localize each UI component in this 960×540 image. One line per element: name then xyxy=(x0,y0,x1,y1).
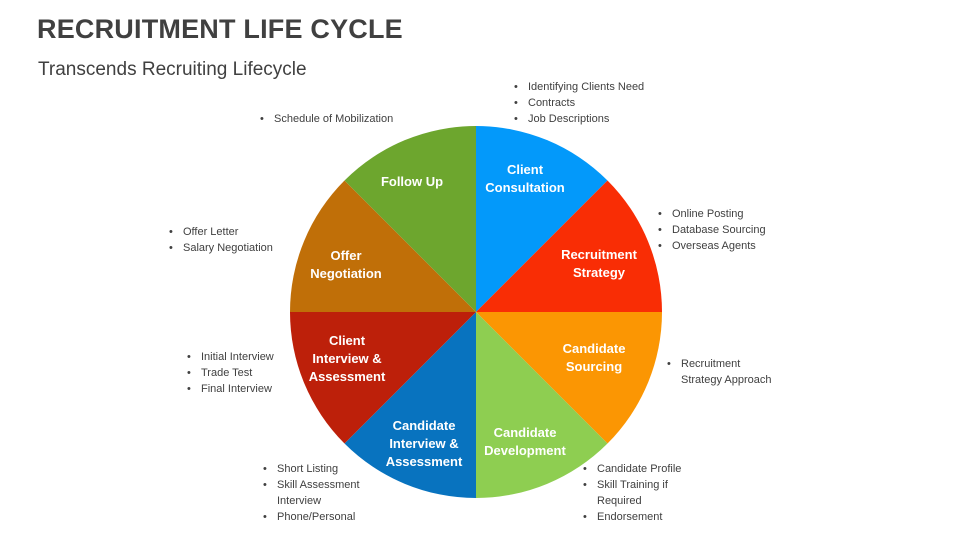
pie-segment-client-interview-assessment xyxy=(290,312,476,444)
pie-segment-recruitment-strategy xyxy=(476,180,662,312)
pie-segment-candidate-interview-assessment xyxy=(344,312,476,498)
pie-segment-offer-negotiation xyxy=(290,180,476,312)
pie-segment-candidate-development xyxy=(476,312,608,498)
slide-title: RECRUITMENT LIFE CYCLE xyxy=(37,14,403,44)
pie-segment-follow-up xyxy=(344,126,476,312)
pie-segment-client-consultation xyxy=(476,126,608,312)
slide-subtitle: Transcends Recruiting Lifecycle xyxy=(38,59,307,80)
pie-segment-candidate-sourcing xyxy=(476,312,662,444)
segment-label-follow-up: Follow Up xyxy=(381,174,443,189)
